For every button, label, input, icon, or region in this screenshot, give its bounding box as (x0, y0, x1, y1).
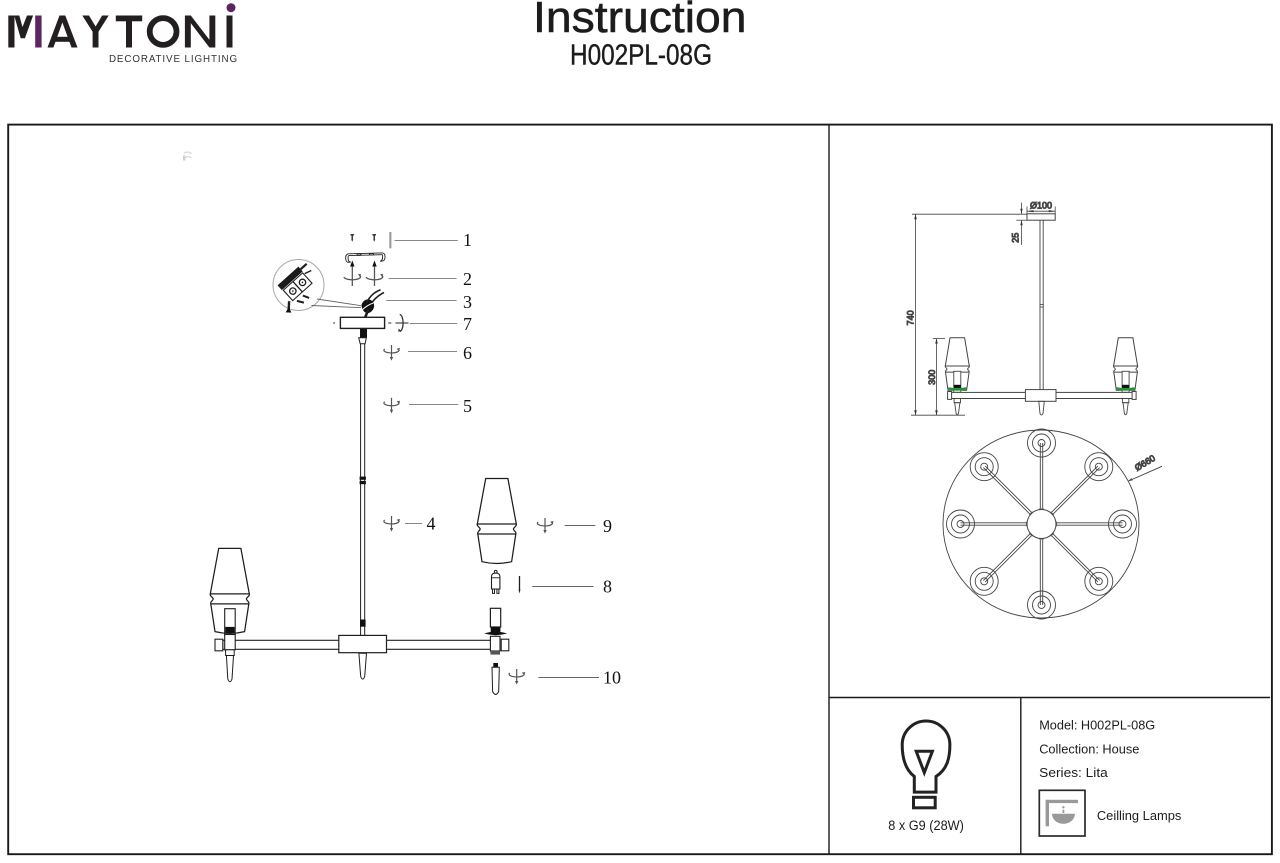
svg-text:7: 7 (463, 314, 472, 334)
svg-text:300: 300 (927, 370, 937, 385)
svg-text:4: 4 (427, 514, 436, 534)
svg-text:Ceilling Lamps: Ceilling Lamps (1097, 808, 1182, 823)
svg-text:Model: H002PL-08G: Model: H002PL-08G (1039, 718, 1155, 733)
svg-text:10: 10 (603, 668, 621, 688)
svg-text:740: 740 (905, 310, 915, 325)
svg-text:Ø100: Ø100 (1030, 201, 1052, 211)
svg-text:8 x G9 (28W): 8 x G9 (28W) (888, 818, 964, 833)
svg-text:8: 8 (603, 577, 612, 597)
svg-text:5: 5 (463, 396, 472, 416)
svg-text:Series: Lita: Series: Lita (1039, 765, 1108, 780)
svg-text:2: 2 (463, 269, 472, 289)
svg-text:9: 9 (603, 516, 612, 536)
svg-text:3: 3 (463, 292, 472, 312)
svg-text:25: 25 (1011, 233, 1021, 243)
svg-text:1: 1 (463, 230, 472, 250)
svg-text:Collection: House: Collection: House (1039, 741, 1139, 756)
svg-text:6: 6 (463, 343, 472, 363)
svg-text:DECORATIVE LIGHTING: DECORATIVE LIGHTING (109, 54, 238, 65)
svg-text:H002PL-08G: H002PL-08G (570, 40, 712, 72)
svg-text:Instruction: Instruction (533, 0, 747, 42)
